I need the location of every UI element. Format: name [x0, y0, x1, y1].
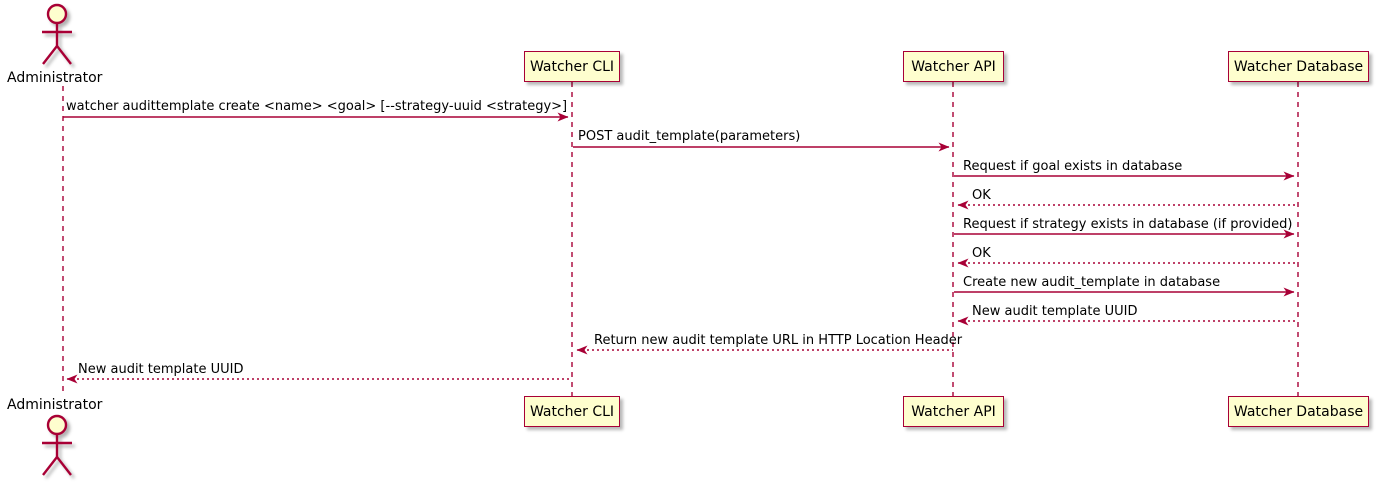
message-label-3: Request if goal exists in database [963, 159, 1183, 174]
actor-label-administrator-bottom: Administrator [7, 397, 103, 413]
message-label-10: New audit template UUID [78, 362, 244, 377]
message-label-4: OK [972, 188, 991, 203]
message-arrows [63, 112, 1298, 384]
message-label-8: New audit template UUID [972, 304, 1138, 319]
message-label-9: Return new audit template URL in HTTP Lo… [594, 333, 963, 348]
participant-box-watcher-api-top[interactable]: Watcher API [903, 51, 1004, 82]
participant-label: Watcher CLI [529, 58, 615, 75]
participant-box-watcher-cli-top[interactable]: Watcher CLI [524, 51, 620, 82]
actor-administrator-bottom [42, 414, 72, 476]
lifelines [62, 82, 1299, 396]
actor-administrator-top [42, 3, 72, 65]
actor-label-administrator-top: Administrator [7, 70, 103, 86]
message-label-1: watcher audittemplate create <name> <goa… [66, 99, 568, 114]
participant-label: Watcher Database [1233, 58, 1364, 75]
message-label-6: OK [972, 246, 991, 261]
participant-label: Watcher Database [1233, 403, 1364, 420]
participant-label: Watcher API [911, 403, 996, 420]
participant-label: Watcher CLI [529, 403, 615, 420]
message-label-7: Create new audit_template in database [963, 275, 1221, 290]
participant-box-watcher-api-bottom[interactable]: Watcher API [903, 396, 1004, 427]
participant-box-watcher-database-bottom[interactable]: Watcher Database [1228, 396, 1369, 427]
participant-label: Watcher API [911, 58, 996, 75]
message-label-2: POST audit_template(parameters) [578, 129, 801, 144]
participant-box-watcher-database-top[interactable]: Watcher Database [1228, 51, 1369, 82]
message-label-5: Request if strategy exists in database (… [963, 217, 1293, 232]
participant-box-watcher-cli-bottom[interactable]: Watcher CLI [524, 396, 620, 427]
